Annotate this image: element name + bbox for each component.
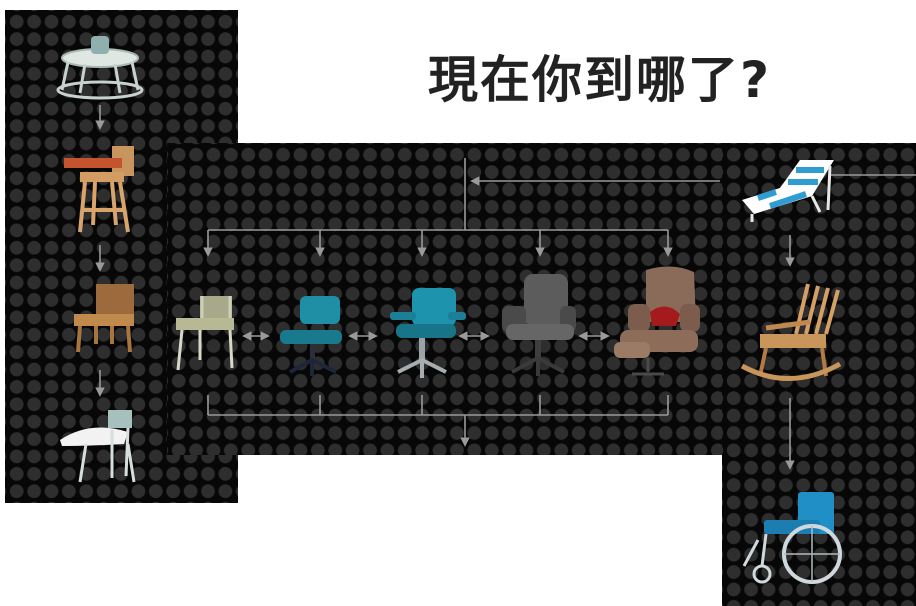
wooden-school-chair-icon [74, 284, 134, 353]
student-desk-chair-icon [60, 410, 136, 483]
teal-armchair-office-icon [390, 288, 466, 378]
gray-executive-chair-icon [502, 274, 576, 376]
high-chair-icon [64, 146, 134, 233]
connectors [95, 105, 916, 470]
middle-panel [167, 143, 727, 455]
teal-office-chair-icon [280, 296, 342, 376]
rocking-chair-icon [740, 283, 842, 381]
baby-walker-icon [56, 36, 144, 100]
simple-green-chair-icon [176, 296, 234, 371]
beach-lounger-icon [742, 160, 834, 222]
brown-recliner-icon [614, 266, 700, 376]
page-title: 現在你到哪了? [428, 51, 772, 109]
wheelchair-icon [742, 492, 842, 584]
